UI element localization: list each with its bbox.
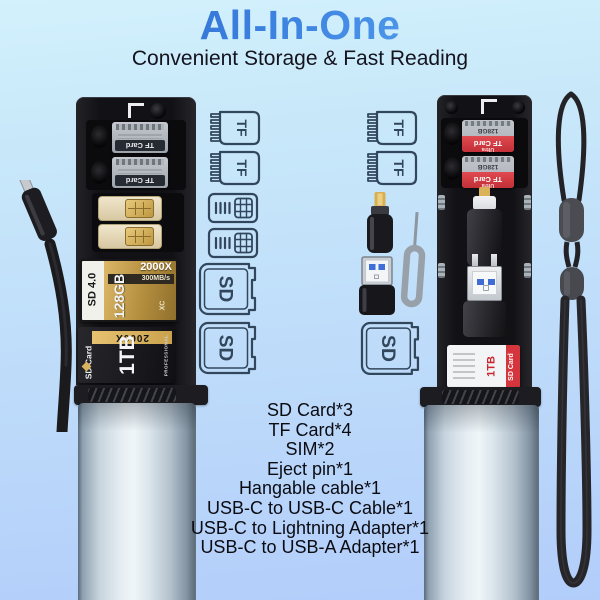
tf-card-pins xyxy=(116,124,164,130)
sd-card-edge-label: PROFESSIONAL xyxy=(163,334,169,377)
sd-card-capacity: 128GB xyxy=(111,273,127,319)
sd-card-gold: SD 4.0 2000X 300MB/s 128GB XC xyxy=(80,259,178,322)
sd-card-icon: SD xyxy=(360,321,420,376)
tf-slot-hole xyxy=(91,125,108,148)
list-item: USB-C to USB-A Adapter*1 xyxy=(200,537,420,558)
usba-adapter-body xyxy=(463,301,506,337)
sd-card-type: XC xyxy=(159,300,167,311)
tf-card-pins xyxy=(116,159,164,165)
tf-slot-hole xyxy=(444,122,461,145)
tf-card-label: TF Card xyxy=(115,140,165,151)
right-device-body xyxy=(424,405,539,600)
svg-text:SD: SD xyxy=(377,335,398,362)
svg-text:SD: SD xyxy=(215,276,236,302)
lightning-adapter-icon xyxy=(367,192,393,253)
usba-prong xyxy=(491,254,497,267)
sd-card-icon: SD xyxy=(198,321,257,375)
usba-prong xyxy=(472,254,478,267)
list-item: USB-C to Lightning Adapter*1 xyxy=(190,517,430,538)
tf-card-capacity: 128GB xyxy=(477,127,499,134)
lanyard-strap-icon xyxy=(555,91,592,588)
tf-slot-hole xyxy=(444,157,461,180)
sd-card-capacity: 1TB xyxy=(485,356,498,377)
tf-card-icon: TF xyxy=(210,150,261,186)
sim-chip xyxy=(125,199,154,218)
tf-card-red: 128GB TF Card Ultra xyxy=(462,156,514,188)
list-item: SIM*2 xyxy=(285,439,335,460)
svg-text:TF: TF xyxy=(234,159,250,177)
right-grip-cap xyxy=(420,387,541,407)
sim-chip xyxy=(125,227,154,246)
list-item: Hangable cable*1 xyxy=(238,478,382,499)
usba-adapter-icon xyxy=(359,256,395,315)
svg-text:TF: TF xyxy=(391,119,407,137)
includes-list: SD Card*3 TF Card*4 SIM*2 Eject pin*1 Ha… xyxy=(130,400,490,558)
tf-card-icon: TF xyxy=(210,110,261,146)
sim-card xyxy=(98,196,162,221)
svg-text:TF: TF xyxy=(391,159,407,177)
tf-card: TF Card xyxy=(112,157,168,188)
sd-card-icon: SD xyxy=(198,262,257,316)
right-organizer: 128GB TF Card Ultra 128GB TF Card Ultra xyxy=(437,95,532,388)
usbc-cable-icon xyxy=(18,180,72,432)
list-item: Eject pin*1 xyxy=(266,458,354,479)
eject-pin-icon xyxy=(400,212,426,308)
hang-hook-icon xyxy=(481,99,497,114)
side-clip xyxy=(438,263,445,278)
page-title: All-In-One xyxy=(0,2,600,49)
svg-text:SD: SD xyxy=(215,335,236,361)
tf-card-label: TF Card xyxy=(115,175,165,186)
list-item: TF Card*4 xyxy=(268,419,352,440)
tf-slot-hole xyxy=(91,161,108,184)
sd-card-side-label: SD 4.0 xyxy=(86,272,99,307)
lightning-adapter-shaft xyxy=(473,196,496,210)
usba-blue-pin xyxy=(488,279,495,285)
tf-card-icon: TF xyxy=(367,150,418,186)
hang-hook-icon xyxy=(128,103,144,118)
side-clip xyxy=(524,195,531,210)
usba-shell xyxy=(467,266,502,301)
tf-card-pins xyxy=(465,121,511,126)
sd-card-capacity: 1TB xyxy=(116,335,139,375)
tf-card: TF Card xyxy=(112,122,168,153)
sim-card xyxy=(98,224,162,249)
sd-card-rate: 300MB/s xyxy=(108,274,174,284)
svg-text:TF: TF xyxy=(234,119,250,137)
cap-hole xyxy=(150,103,166,119)
left-device-body xyxy=(78,403,196,600)
sim-card-icon xyxy=(207,192,259,224)
tf-card-red: 128GB TF Card Ultra xyxy=(462,120,514,152)
cap-hole xyxy=(512,101,525,114)
side-clip xyxy=(438,195,445,210)
usba-blue-pin xyxy=(477,279,484,285)
page-subtitle: Convenient Storage & Fast Reading xyxy=(131,47,469,70)
tf-card-capacity: 128GB xyxy=(477,163,499,170)
side-clip xyxy=(524,263,531,278)
left-grip-cap xyxy=(74,385,208,405)
sim-card-icon xyxy=(207,227,259,259)
sd-card-label: SD Card xyxy=(508,353,515,381)
cap-hole xyxy=(445,101,458,114)
list-item: USB-C to USB-C Cable*1 xyxy=(206,497,414,518)
tf-card-icon: TF xyxy=(367,110,418,146)
sd-card-1tb: 2000X SD Card 1TB PROFESSIONAL xyxy=(78,327,175,383)
list-item: SD Card*3 xyxy=(266,400,354,420)
sd-card-speed: 2000X xyxy=(140,261,172,273)
sd-card-white: 1TB SD Card xyxy=(447,345,520,388)
tf-card-sub-label: Ultra xyxy=(481,146,495,152)
tf-card-pins xyxy=(465,157,511,162)
left-organizer: TF Card TF Card SD 4.0 2000X 300MB/s 128… xyxy=(76,97,196,385)
lightning-adapter-tip xyxy=(479,187,490,197)
